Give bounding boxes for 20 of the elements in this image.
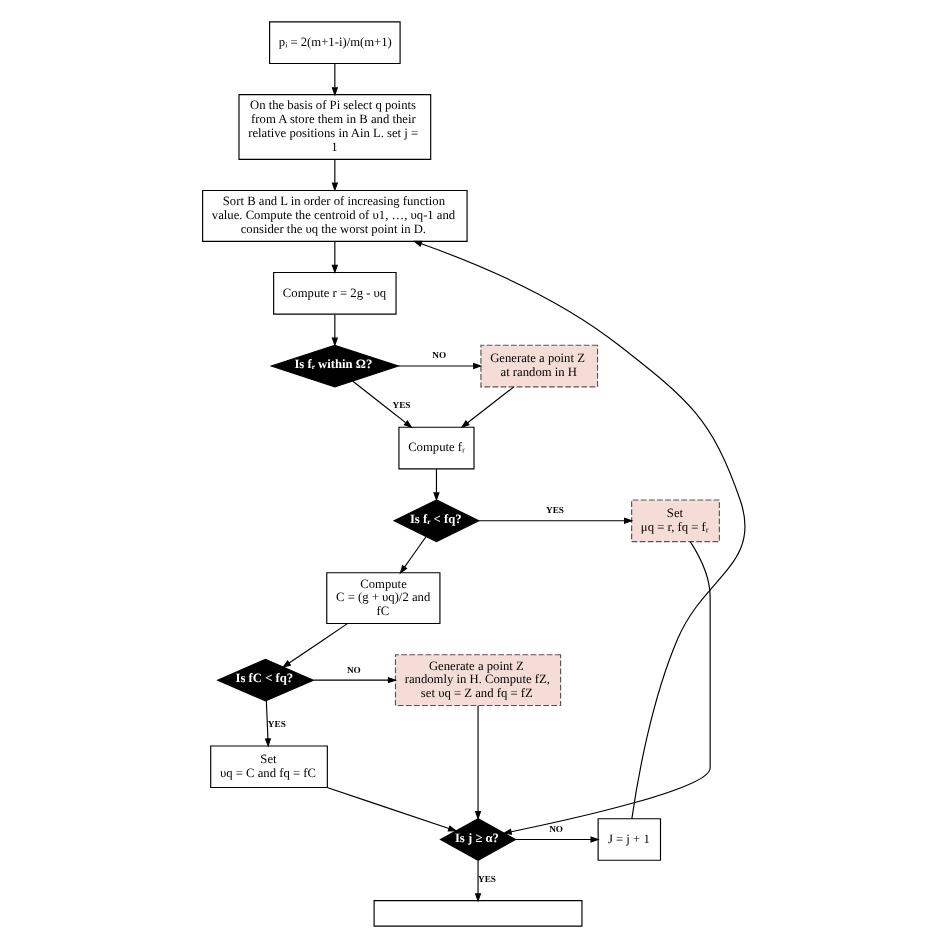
arrow xyxy=(478,517,634,524)
arrow xyxy=(502,541,711,835)
arrow xyxy=(397,362,483,370)
arrow xyxy=(399,536,427,575)
arrow xyxy=(281,623,348,668)
node-box xyxy=(373,900,583,927)
arrow xyxy=(460,386,515,429)
arrow xyxy=(433,468,440,502)
arrow xyxy=(331,158,339,192)
arrow xyxy=(412,240,746,820)
arrow xyxy=(264,700,272,748)
arrow xyxy=(351,380,413,429)
arrow xyxy=(514,836,600,843)
arrow xyxy=(331,241,339,274)
arrow xyxy=(331,63,339,97)
arrow xyxy=(327,787,458,832)
arrow xyxy=(474,705,482,821)
arrow xyxy=(331,313,339,347)
arrow xyxy=(313,676,398,684)
arrow xyxy=(474,860,482,903)
